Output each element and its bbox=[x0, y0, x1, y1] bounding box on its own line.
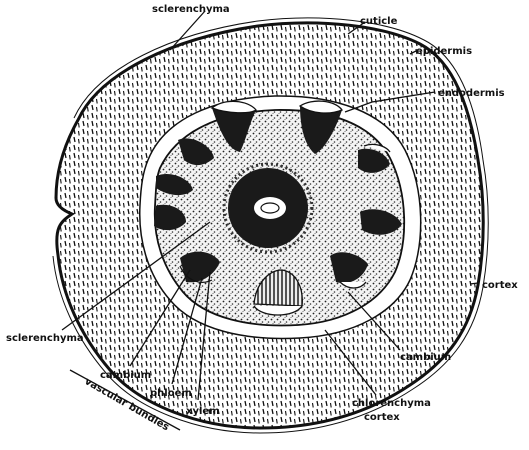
label-epidermis: epidermis bbox=[416, 46, 472, 57]
label-xylem: xylem bbox=[186, 406, 220, 417]
label-cambium-right: cambium bbox=[400, 352, 451, 363]
label-cuticle: cuticle bbox=[360, 16, 398, 27]
label-cortex-bottom: cortex bbox=[364, 412, 400, 423]
label-sclerenchyma-left: sclerenchyma bbox=[6, 333, 84, 344]
label-endodermis: endodermis bbox=[438, 88, 505, 99]
label-sclerenchyma-top: sclerenchyma bbox=[152, 4, 230, 15]
label-phloem: phloem bbox=[150, 388, 192, 399]
label-chlorenchyma: chlorenchyma bbox=[352, 398, 431, 409]
label-cortex-right: cortex bbox=[482, 280, 518, 291]
label-cambium-left: cambium bbox=[100, 370, 151, 381]
